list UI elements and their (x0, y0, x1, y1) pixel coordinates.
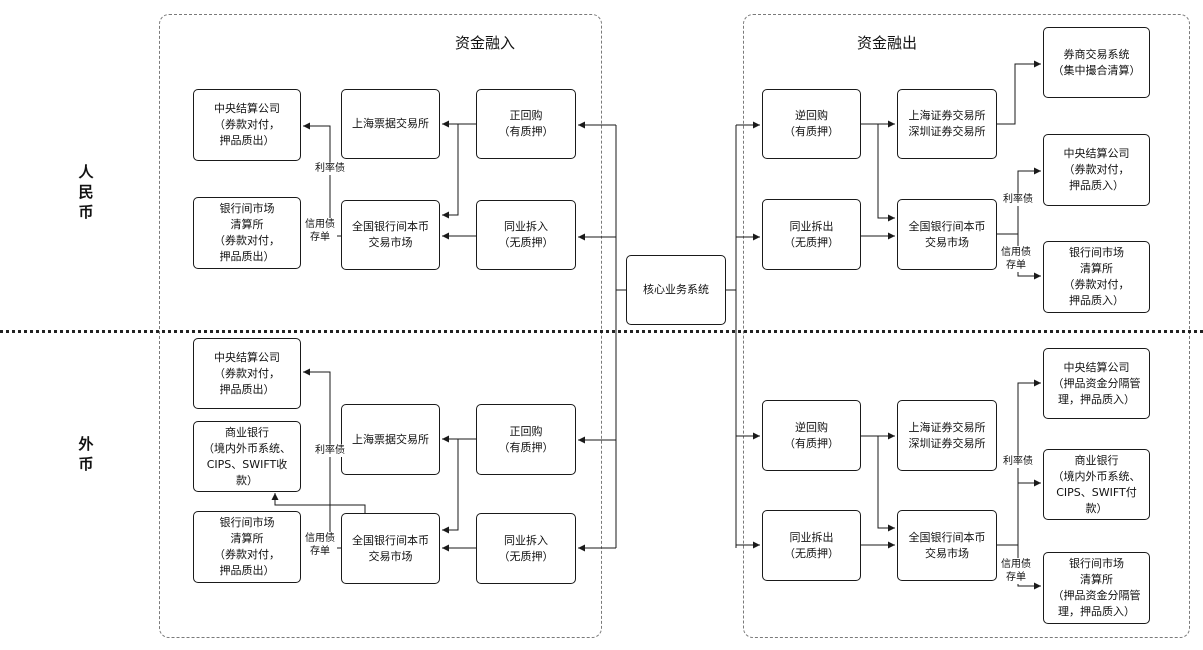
fx-out-exchanges-node: 上海证券交易所 深圳证券交易所 (897, 400, 997, 471)
rmb-out-broker-node: 券商交易系统 （集中撮合清算） (1043, 27, 1150, 98)
fx-out-credit-bond-label: 信用债 存单 (999, 558, 1033, 584)
outflow-region (743, 14, 1190, 638)
rmb-in-cfets-node: 全国银行间本币 交易市场 (341, 200, 440, 270)
fx-in-commercial-bank-node: 商业银行 （境内外币系统、 CIPS、SWIFT收 款） (193, 421, 301, 492)
rmb-out-reverse-repo-node: 逆回购 （有质押） (762, 89, 861, 159)
rmb-in-ccdc-node: 中央结算公司 （券款对付， 押品质出） (193, 89, 301, 161)
fx-in-ccdc-node: 中央结算公司 （券款对付， 押品质出） (193, 338, 301, 409)
inflow-region (159, 14, 602, 638)
rmb-in-call-node: 同业拆入 （无质押） (476, 200, 576, 270)
fx-out-rate-bond-label: 利率债 (998, 455, 1038, 468)
core-right-trunk (726, 125, 737, 548)
fx-in-repo-node: 正回购 （有质押） (476, 404, 576, 475)
fx-out-commercial-bank-node: 商业银行 （境内外币系统、 CIPS、SWIFT付 款） (1043, 449, 1150, 520)
fx-out-call-node: 同业拆出 （无质押） (762, 510, 861, 581)
inflow-title: 资金融入 (454, 34, 515, 52)
rmb-out-rate-bond-label: 利率债 (998, 193, 1038, 206)
rmb-in-rate-bond-label: 利率债 (310, 162, 350, 175)
fx-in-shclearing-node: 银行间市场 清算所 （券款对付， 押品质出） (193, 511, 301, 583)
core-left-trunk (615, 125, 626, 548)
rmb-in-credit-bond-label: 信用债 存单 (303, 218, 337, 244)
rmb-in-shclearing-node: 银行间市场 清算所 （券款对付， 押品质出） (193, 197, 301, 269)
fx-out-cfets-node: 全国银行间本币 交易市场 (897, 510, 997, 581)
outflow-title: 资金融出 (856, 34, 917, 52)
fx-out-reverse-repo-node: 逆回购 （有质押） (762, 400, 861, 471)
fx-out-shclearing-node: 银行间市场 清算所 （押品资金分隔管 理，押品质入） (1043, 552, 1150, 624)
fx-in-cfets-node: 全国银行间本币 交易市场 (341, 513, 440, 584)
edge-fx-to-bank (271, 493, 366, 513)
rmb-out-ccdc-node: 中央结算公司 （券款对付， 押品质入） (1043, 134, 1150, 206)
fx-out-ccdc-node: 中央结算公司 （押品资金分隔管 理，押品质入） (1043, 348, 1150, 419)
row-label-fx: 外币 (78, 435, 94, 473)
edge-fx-repo-cfets (442, 439, 459, 534)
edge-rmb-repo-cfets (442, 124, 459, 219)
rmb-out-exchanges-node: 上海证券交易所 深圳证券交易所 (897, 89, 997, 159)
row-label-rmb: 人民币 (78, 163, 94, 221)
rmb-out-call-node: 同业拆出 （无质押） (762, 199, 861, 270)
rmb-out-shclearing-node: 银行间市场 清算所 （券款对付， 押品质入） (1043, 241, 1150, 313)
core-system-node: 核心业务系统 (626, 255, 726, 325)
fx-in-rate-bond-label: 利率债 (310, 444, 350, 457)
edge-fx-to-ccdc (303, 368, 341, 549)
rmb-out-credit-bond-label: 信用债 存单 (999, 246, 1033, 272)
fx-in-call-node: 同业拆入 （无质押） (476, 513, 576, 584)
edge-fx-reverse-cfets (877, 436, 895, 532)
fx-in-credit-bond-label: 信用债 存单 (303, 532, 337, 558)
rmb-in-repo-node: 正回购 （有质押） (476, 89, 576, 159)
rmb-in-shanghai-bill-node: 上海票据交易所 (341, 89, 440, 159)
fx-in-shanghai-bill-node: 上海票据交易所 (341, 404, 440, 475)
edge-rmb-reverse-cfets (877, 124, 895, 222)
currency-divider (0, 330, 1203, 333)
rmb-out-cfets-node: 全国银行间本币 交易市场 (897, 199, 997, 270)
edge-rmb-exch-broker (997, 60, 1041, 125)
